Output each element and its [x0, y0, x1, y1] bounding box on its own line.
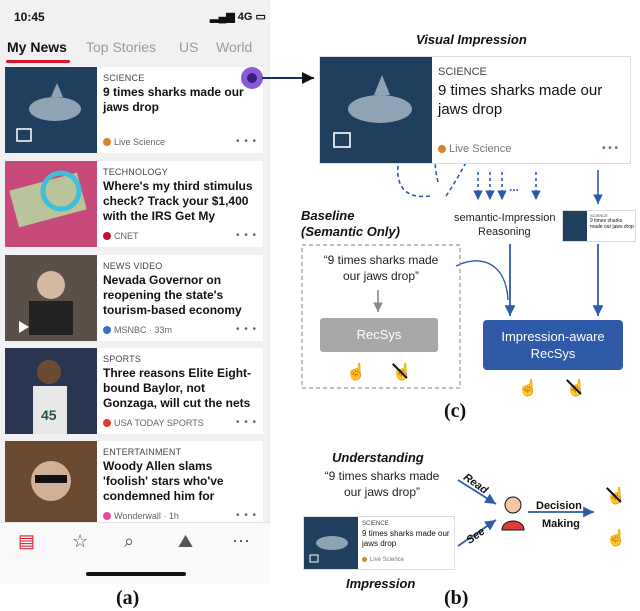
active-tab-indicator — [6, 60, 70, 63]
more-icon[interactable]: ⋯ — [232, 531, 250, 551]
decision-label: Decision — [536, 500, 582, 512]
enlarged-card-source: Live Science — [438, 143, 511, 155]
baseline-quote-line2: our jaws drop” — [342, 269, 420, 283]
feed-card[interactable]: ENTERTAINMENT Woody Allen slams 'foolish… — [5, 441, 263, 527]
card-source: Wonderwall · 1h — [103, 511, 179, 521]
baseline-label: Baseline — [301, 208, 355, 223]
understanding-quote-line2: our jaws drop” — [343, 485, 421, 499]
mini-card-category: SCIENCE — [590, 213, 608, 218]
more-options-icon[interactable]: • • • — [235, 136, 257, 147]
making-label: Making — [542, 518, 580, 530]
home-indicator — [86, 572, 186, 576]
click-hand-icon: ☝ — [518, 380, 538, 397]
semantic-only-label: (Semantic Only) — [301, 224, 400, 239]
tab-my-news[interactable]: My News — [7, 39, 67, 55]
tab-top-stories[interactable]: Top Stories — [86, 39, 157, 55]
status-time: 10:45 — [14, 10, 45, 24]
recsys-box: RecSys — [320, 318, 438, 352]
more-options-icon: • • • — [602, 143, 619, 154]
tab-world[interactable]: World — [216, 39, 253, 55]
more-options-icon[interactable]: • • • — [235, 324, 257, 335]
feed-card[interactable]: 45 SPORTS Three reasons Elite Eight-boun… — [5, 348, 263, 434]
click-hand-icon: ☝ — [606, 530, 626, 547]
impression-aware-recsys-box: Impression-aware RecSys — [483, 320, 623, 370]
mini-news-card: SCIENCE 9 times sharks made our jaws dro… — [562, 210, 636, 242]
no-click-hand-icon: ☝ — [606, 486, 626, 506]
feed-card[interactable]: NEWS VIDEO Nevada Governor on reopening … — [5, 255, 263, 341]
reasoning-line1: semantic-Impression — [454, 212, 556, 224]
more-options-icon[interactable]: • • • — [235, 230, 257, 241]
card-headline[interactable]: Nevada Governor on reopening the state's… — [103, 273, 242, 317]
caption-a: (a) — [116, 587, 140, 609]
impression-news-card: SCIENCE 9 times sharks made our jaws dro… — [303, 516, 455, 570]
card-category: ENTERTAINMENT — [103, 447, 182, 457]
governor-thumbnail — [5, 255, 97, 341]
no-click-hand-icon: ☝ — [566, 378, 586, 398]
understanding-label: Understanding — [332, 450, 424, 465]
news-tabs: My News Top Stories US World — [0, 34, 270, 64]
enlarged-card-category: SCIENCE — [438, 66, 487, 78]
bottom-nav: ▤ ☆ ⌕ ⛰ ⋯ — [0, 522, 270, 584]
impression-card-source: Live Science — [362, 557, 404, 563]
star-icon[interactable]: ☆ — [72, 531, 89, 551]
card-headline[interactable]: Woody Allen slams 'foolish' stars who've… — [103, 459, 224, 503]
basketball-thumbnail: 45 — [5, 348, 97, 434]
card-source: CNET — [103, 231, 139, 241]
more-options-icon[interactable]: • • • — [235, 417, 257, 428]
impression-card-headline: 9 times sharks made our jaws drop — [362, 529, 450, 548]
card-headline[interactable]: Where's my third stimulus check? Track y… — [103, 179, 253, 223]
reasoning-line2: Reasoning — [478, 226, 531, 238]
enlarged-shark-image — [320, 57, 432, 163]
mini-shark-image — [563, 211, 587, 241]
user-icon — [501, 496, 525, 531]
svg-text:45: 45 — [41, 407, 57, 423]
card-category: SPORTS — [103, 354, 142, 364]
money-thumbnail — [5, 161, 97, 247]
woody-allen-thumbnail — [5, 441, 97, 527]
card-category: NEWS VIDEO — [103, 261, 163, 271]
card-source: USA TODAY SPORTS — [103, 418, 204, 428]
enlarged-card-headline: 9 times sharks made our jaws drop — [438, 82, 603, 118]
card-category: SCIENCE — [103, 73, 145, 83]
mini-card-headline: 9 times sharks made our jaws drop — [590, 218, 634, 230]
location-icon[interactable]: ⛰ — [178, 531, 194, 551]
click-hand-icon: ☝ — [346, 364, 366, 381]
tab-us[interactable]: US — [179, 39, 199, 55]
news-feed-icon[interactable]: ▤ — [18, 531, 36, 551]
card-source: MSNBC · 33m — [103, 325, 172, 335]
enlarged-news-card: SCIENCE 9 times sharks made our jaws dro… — [319, 56, 631, 164]
card-headline[interactable]: Three reasons Elite Eight-bound Baylor, … — [103, 366, 252, 410]
card-source: Live Science — [103, 137, 165, 147]
understanding-quote-line1: “9 times sharks made — [324, 469, 440, 483]
shark-thumbnail — [5, 67, 97, 153]
baseline-quote-line1: “9 times sharks made — [323, 253, 439, 267]
card-category: TECHNOLOGY — [103, 167, 169, 177]
impression-label: Impression — [346, 576, 416, 591]
impression-card-category: SCIENCE — [362, 521, 389, 527]
feed-card[interactable]: SCIENCE 9 times sharks made our jaws dro… — [5, 67, 263, 153]
visual-impression-title: Visual Impression — [416, 32, 527, 47]
dots-ellipsis: ... — [509, 180, 520, 194]
more-options-icon[interactable]: • • • — [235, 510, 257, 521]
status-network: ▂▄▆ 4G ▭ — [210, 11, 266, 23]
no-click-hand-icon: ☝ — [392, 362, 412, 382]
feed-card[interactable]: TECHNOLOGY Where's my third stimulus che… — [5, 161, 263, 247]
impression-shark-image — [304, 517, 358, 569]
search-icon[interactable]: ⌕ — [124, 531, 135, 551]
caption-b: (b) — [444, 587, 469, 609]
phone-screenshot: 10:45 ▂▄▆ 4G ▭ My News Top Stories US Wo… — [0, 0, 270, 584]
caption-c: (c) — [444, 400, 467, 422]
card-headline[interactable]: 9 times sharks made our jaws drop — [103, 85, 244, 114]
